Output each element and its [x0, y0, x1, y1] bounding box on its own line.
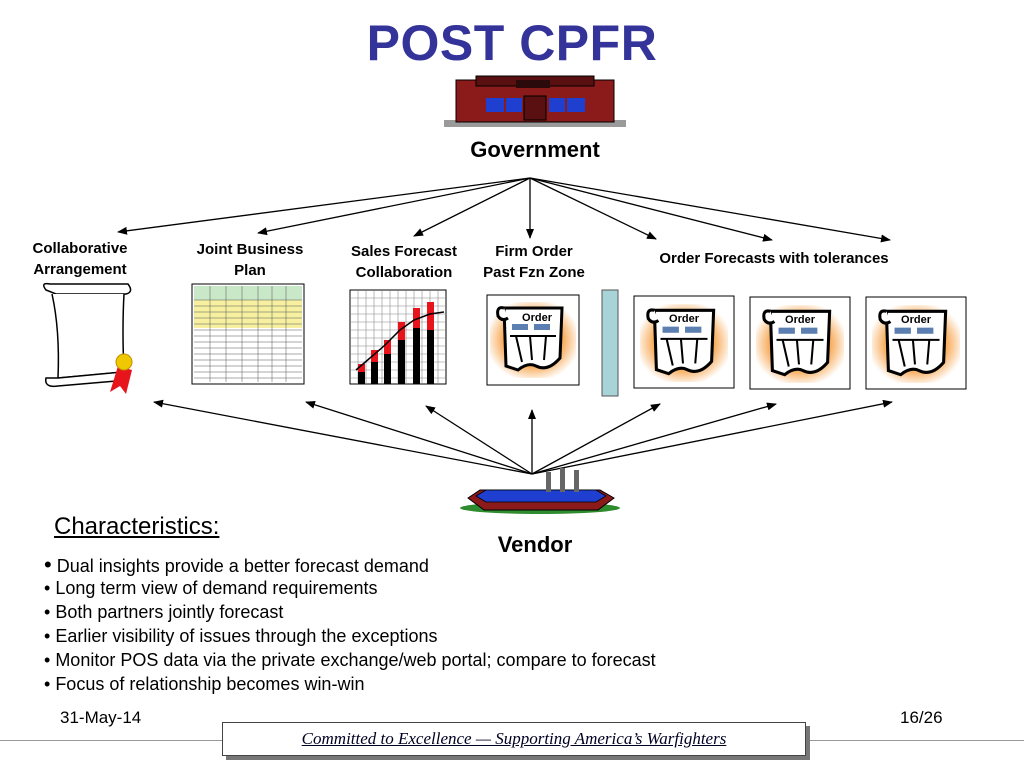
label-line: Sales Forecast	[351, 243, 457, 260]
label-line: Joint Business	[196, 241, 304, 258]
page-number: 16/26	[900, 708, 943, 727]
bullet-item: • Dual insights provide a better forecas…	[44, 552, 429, 577]
slide-date: 31-May-14	[60, 708, 142, 727]
footer-tagline: Committed to Excellence — Supporting Ame…	[301, 729, 727, 748]
footer-banner: Committed to Excellence — Supporting Ame…	[222, 722, 806, 756]
label-line: Firm Order	[495, 243, 573, 260]
bullet-item: • Focus of relationship becomes win-win	[44, 674, 365, 694]
bullet-item: • Earlier visibility of issues through t…	[44, 626, 438, 646]
vendor-label: Vendor	[497, 532, 573, 557]
order-form-icon	[865, 296, 967, 390]
bullet-item: • Both partners jointly forecast	[44, 602, 284, 622]
scroll-icon	[43, 282, 132, 388]
order-label: Order	[901, 314, 932, 326]
order-form-icon	[749, 296, 851, 390]
firm-order-label: Firm Order Past Fzn Zone	[470, 241, 598, 283]
label-line: Arrangement	[33, 261, 127, 278]
footer-rule	[808, 740, 1024, 741]
characteristics-heading: Characteristics:	[54, 513, 220, 540]
government-building-icon	[444, 75, 626, 127]
label-line: Past Fzn Zone	[483, 264, 585, 281]
bullet-text: Monitor POS data via the private exchang…	[55, 650, 656, 670]
footer-rule	[0, 740, 222, 741]
vendor-arrows	[153, 399, 893, 475]
government-arrows	[117, 177, 891, 243]
label-line: Collaboration	[355, 264, 453, 281]
bullet-text: Dual insights provide a better forecast …	[56, 556, 429, 576]
bullet-text: Both partners jointly forecast	[55, 602, 284, 622]
order-label: Order	[522, 312, 553, 324]
bar-chart-icon	[349, 289, 447, 385]
bullet-item: • Long term view of demand requirements	[44, 578, 378, 598]
order-form-icon	[633, 295, 735, 389]
factory-icon	[460, 468, 620, 514]
bullet-text: Focus of relationship becomes win-win	[55, 674, 365, 694]
government-label: Government	[470, 137, 600, 162]
order-forecasts-label: Order Forecasts with tolerances	[659, 250, 889, 267]
ribbon-seal-icon	[110, 353, 133, 394]
bullet-item: • Monitor POS data via the private excha…	[44, 650, 656, 670]
order-label: Order	[669, 313, 700, 325]
order-label: Order	[785, 314, 816, 326]
joint-business-plan-label: Joint Business Plan	[180, 239, 320, 281]
spreadsheet-icon	[191, 283, 305, 385]
collaborative-arrangement-label: Collaborative Arrangement	[20, 238, 140, 280]
order-form-icon	[486, 294, 580, 386]
bullet-text: Long term view of demand requirements	[55, 578, 378, 598]
frozen-zone-divider	[601, 289, 619, 397]
sales-forecast-collaboration-label: Sales Forecast Collaboration	[334, 241, 474, 283]
bullet-text: Earlier visibility of issues through the…	[55, 626, 438, 646]
page-title: POST CPFR	[366, 15, 658, 71]
label-line: Collaborative	[32, 240, 128, 257]
label-line: Plan	[234, 262, 266, 279]
